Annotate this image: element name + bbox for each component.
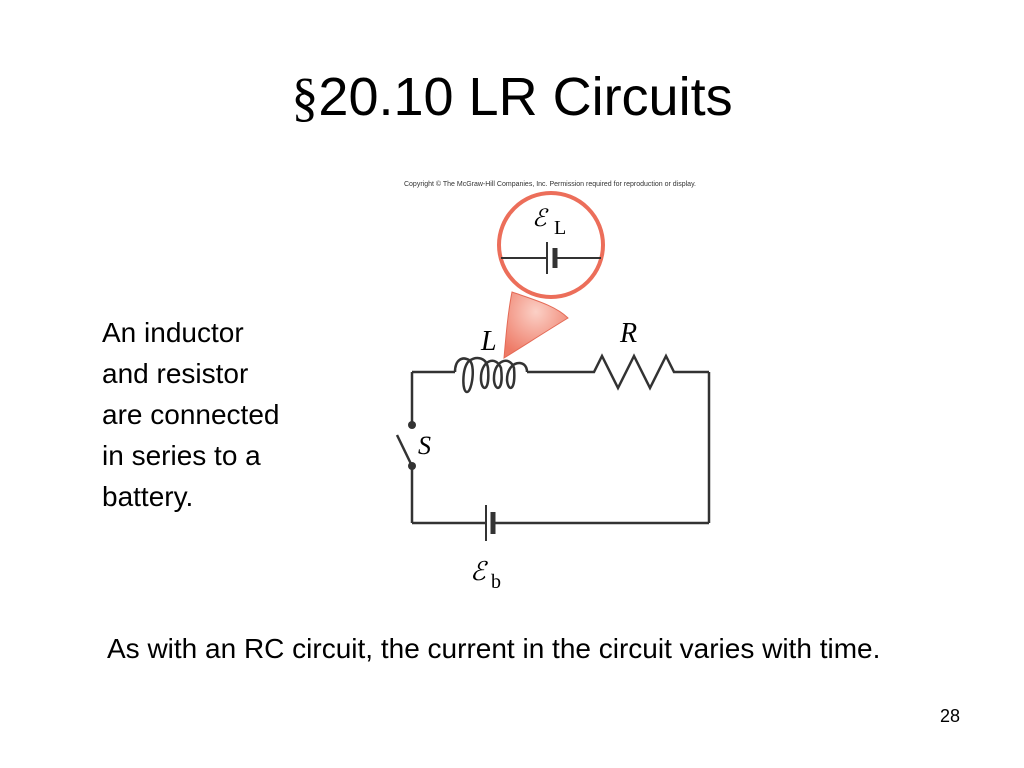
description-text: An inductor and resistor are connected i…: [102, 312, 342, 517]
resistor-label: R: [619, 318, 637, 349]
switch-contact-top: [408, 421, 416, 429]
bottom-text: As with an RC circuit, the current in th…: [107, 633, 881, 664]
description-line: battery.: [102, 481, 194, 512]
switch-lever: [395, 434, 414, 467]
description-line: are connected: [102, 399, 280, 430]
copyright-note: Copyright © The McGraw-Hill Companies, I…: [404, 180, 696, 188]
description-line: in series to a: [102, 440, 261, 471]
section-symbol: §: [291, 67, 319, 127]
inductor-label: L: [480, 326, 497, 357]
slide-number: 28: [939, 706, 961, 726]
magnifier-circle: [497, 191, 605, 299]
resistor-zigzag: [583, 353, 682, 391]
description-line: An inductor: [102, 317, 244, 348]
description-line: and resistor: [102, 358, 249, 389]
slide-title: §20.10 LR Circuits: [0, 62, 1024, 132]
callout-pointer: [503, 291, 569, 359]
inductor-emf-symbol: ℰ: [532, 206, 549, 232]
title-text: 20.10 LR Circuits: [318, 67, 733, 127]
battery-emf-symbol: ℰ: [470, 557, 488, 586]
inductor-emf-subscript: L: [554, 217, 566, 239]
inductor-coil: [453, 356, 529, 394]
battery-emf-subscript: b: [491, 571, 501, 593]
switch-label: S: [418, 431, 431, 460]
circuit-wires: [410, 370, 711, 525]
